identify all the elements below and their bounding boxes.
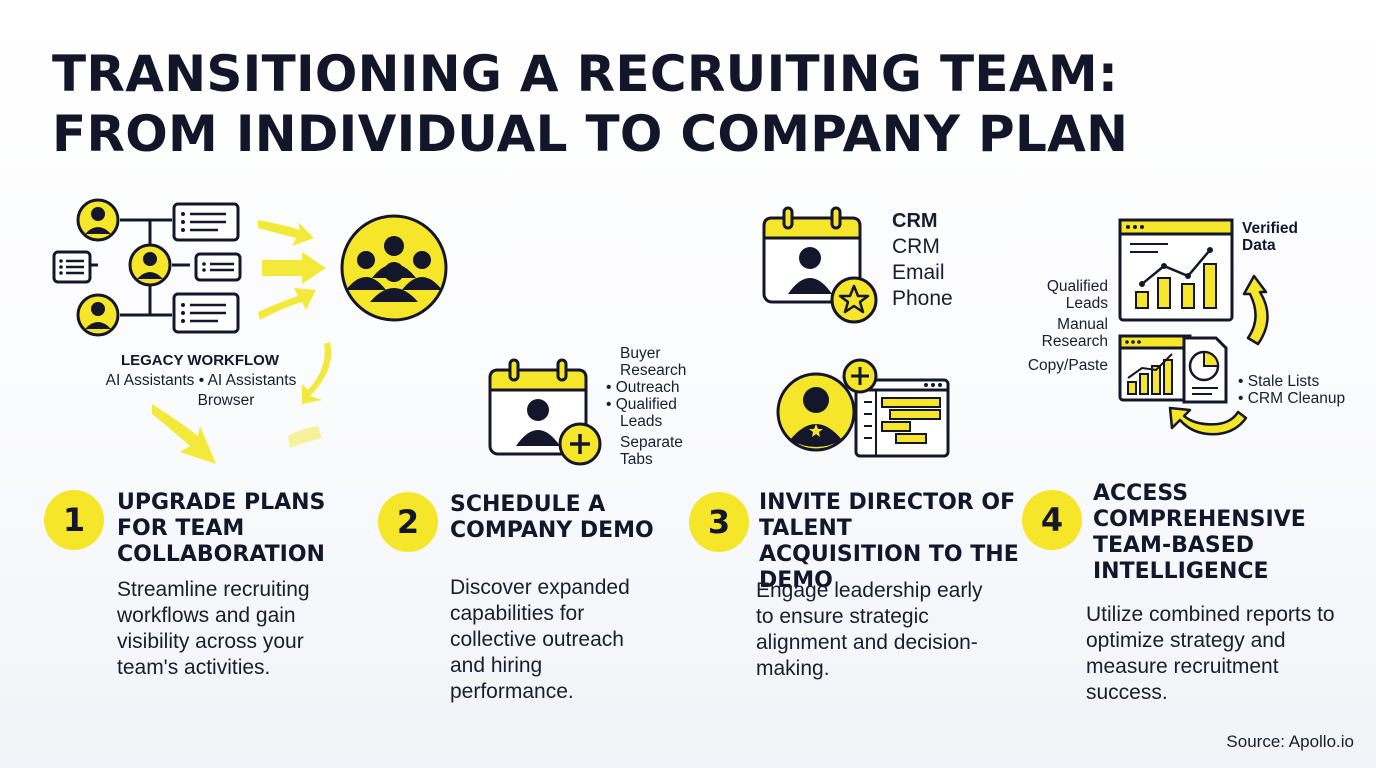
step-2-title: SCHEDULE A COMPANY DEMO bbox=[450, 492, 654, 543]
data-left-label-0: Qualified Leads bbox=[1046, 278, 1108, 312]
user-icon bbox=[128, 243, 172, 287]
user-icon bbox=[76, 293, 120, 337]
crm-item-0: CRM bbox=[892, 235, 940, 258]
legacy-workflow-line-1: AI Assistants • AI Assistants bbox=[105, 372, 297, 389]
data-left-label-2: Copy/Paste bbox=[1027, 357, 1108, 374]
plus-icon bbox=[558, 422, 602, 466]
demo-label-3: Separate Tabs bbox=[620, 434, 683, 468]
crm-item-1: Email bbox=[892, 261, 945, 284]
data-left-label-1: Manual Research bbox=[1041, 316, 1108, 350]
legacy-workflow-line-2: Browser bbox=[197, 392, 255, 409]
crm-labels: CRM CRM Email Phone bbox=[892, 208, 953, 312]
pie-chart-icon bbox=[1182, 336, 1228, 404]
title-line-2: FROM INDIVIDUAL TO COMPANY PLAN bbox=[52, 105, 1129, 163]
step-4-title: ACCESS COMPREHENSIVE TEAM-BASED INTELLIG… bbox=[1093, 481, 1306, 584]
source-credit: Source: Apollo.io bbox=[1226, 732, 1354, 751]
page-title: TRANSITIONING A RECRUITING TEAM: FROM IN… bbox=[52, 44, 1128, 164]
step-2-number: 2 bbox=[378, 492, 438, 552]
demo-label-1: Outreach bbox=[606, 379, 696, 396]
cycle-arrow-icon bbox=[1168, 274, 1269, 436]
team-group-icon bbox=[340, 214, 448, 322]
data-right-labels: Stale Lists CRM Cleanup bbox=[1238, 373, 1363, 407]
user-icon bbox=[776, 372, 856, 452]
step-1-title: UPGRADE PLANS FOR TEAM COLLABORATION bbox=[117, 490, 326, 567]
crm-heading: CRM bbox=[892, 210, 938, 232]
user-icon bbox=[76, 198, 120, 242]
arrow-icon bbox=[152, 220, 332, 464]
crm-item-2: Phone bbox=[892, 287, 953, 310]
plus-icon bbox=[842, 358, 878, 394]
demo-label-0: Buyer Research bbox=[620, 345, 687, 379]
demo-icon-labels: Buyer Research Outreach Qualified Leads … bbox=[606, 345, 696, 468]
step-4-description: Utilize combined reports to optimize str… bbox=[1086, 603, 1335, 704]
verified-data-heading: Verified Data bbox=[1242, 220, 1298, 254]
legacy-workflow-heading: LEGACY WORKFLOW bbox=[120, 352, 280, 369]
chart-dashboard-icon bbox=[1118, 218, 1269, 436]
data-right-label-0: Stale Lists bbox=[1238, 373, 1363, 390]
star-badge-icon bbox=[830, 276, 878, 324]
step-3-title: INVITE DIRECTOR OF TALENT ACQUISITION TO… bbox=[759, 490, 1019, 593]
step-4-number: 4 bbox=[1022, 490, 1082, 550]
demo-label-list: Outreach Qualified Leads bbox=[606, 379, 696, 430]
data-right-label-1: CRM Cleanup bbox=[1238, 390, 1363, 407]
step-3-description: Engage leadership early to ensure strate… bbox=[756, 579, 983, 680]
step-1-description: Streamline recruiting workflows and gain… bbox=[117, 578, 310, 679]
calendar-user-icon bbox=[488, 358, 602, 466]
step-2-description: Discover expanded capabilities for colle… bbox=[450, 576, 630, 703]
org-chart-illustration bbox=[52, 198, 448, 464]
title-line-1: TRANSITIONING A RECRUITING TEAM: bbox=[52, 45, 1119, 103]
gantt-window-icon bbox=[776, 358, 950, 458]
demo-label-2: Qualified Leads bbox=[606, 396, 696, 430]
step-1-number: 1 bbox=[44, 490, 104, 550]
calendar-star-icon bbox=[762, 206, 878, 324]
step-3-number: 3 bbox=[689, 492, 749, 552]
